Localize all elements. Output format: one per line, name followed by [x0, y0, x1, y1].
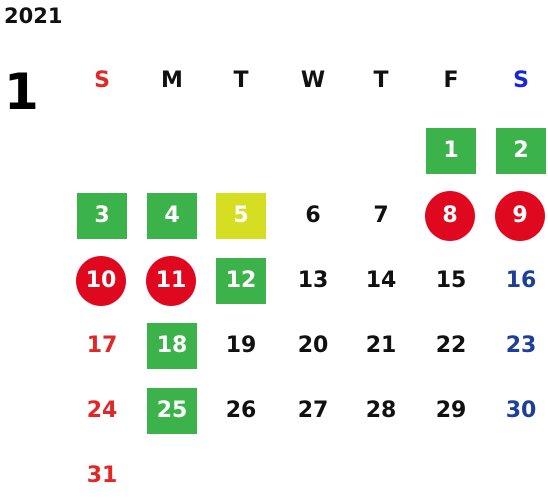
- weekday-header-tue: T: [233, 68, 249, 93]
- day-cell-19[interactable]: 19: [225, 333, 257, 358]
- day-cell-14[interactable]: 14: [365, 268, 397, 293]
- day-cell-30[interactable]: 30: [505, 398, 537, 423]
- day-cell-24[interactable]: 24: [86, 398, 118, 423]
- day-cell-28[interactable]: 28: [365, 398, 397, 423]
- day-cell-16[interactable]: 16: [505, 268, 537, 293]
- day-cell-13[interactable]: 13: [297, 268, 329, 293]
- day-cell-5[interactable]: 5: [216, 193, 266, 239]
- day-cell-9[interactable]: 9: [495, 191, 545, 241]
- day-cell-12[interactable]: 12: [216, 258, 266, 304]
- day-cell-4[interactable]: 4: [147, 193, 197, 239]
- day-cell-18[interactable]: 18: [147, 323, 197, 369]
- day-cell-31[interactable]: 31: [86, 463, 118, 488]
- day-cell-1[interactable]: 1: [426, 128, 476, 174]
- day-cell-23[interactable]: 23: [505, 333, 537, 358]
- weekday-header-wed: W: [300, 68, 326, 93]
- day-cell-29[interactable]: 29: [435, 398, 467, 423]
- day-cell-15[interactable]: 15: [435, 268, 467, 293]
- weekday-header-sun: S: [94, 68, 110, 93]
- day-cell-25[interactable]: 25: [147, 388, 197, 434]
- day-cell-8[interactable]: 8: [425, 191, 475, 241]
- weekday-header-sat: S: [513, 68, 529, 93]
- day-cell-3[interactable]: 3: [77, 193, 127, 239]
- day-cell-21[interactable]: 21: [365, 333, 397, 358]
- weekday-header-thu: T: [373, 68, 389, 93]
- weekday-header-fri: F: [443, 68, 459, 93]
- calendar-month: 1: [4, 63, 39, 121]
- day-cell-17[interactable]: 17: [86, 333, 118, 358]
- day-cell-22[interactable]: 22: [435, 333, 467, 358]
- weekday-header-mon: M: [161, 68, 183, 93]
- day-cell-7[interactable]: 7: [373, 203, 389, 228]
- day-cell-26[interactable]: 26: [225, 398, 257, 423]
- day-cell-20[interactable]: 20: [297, 333, 329, 358]
- day-cell-27[interactable]: 27: [297, 398, 329, 423]
- day-cell-2[interactable]: 2: [496, 128, 546, 174]
- day-cell-11[interactable]: 11: [146, 256, 196, 306]
- day-cell-10[interactable]: 10: [76, 256, 126, 306]
- day-cell-6[interactable]: 6: [305, 203, 321, 228]
- calendar-year: 2021: [4, 4, 63, 28]
